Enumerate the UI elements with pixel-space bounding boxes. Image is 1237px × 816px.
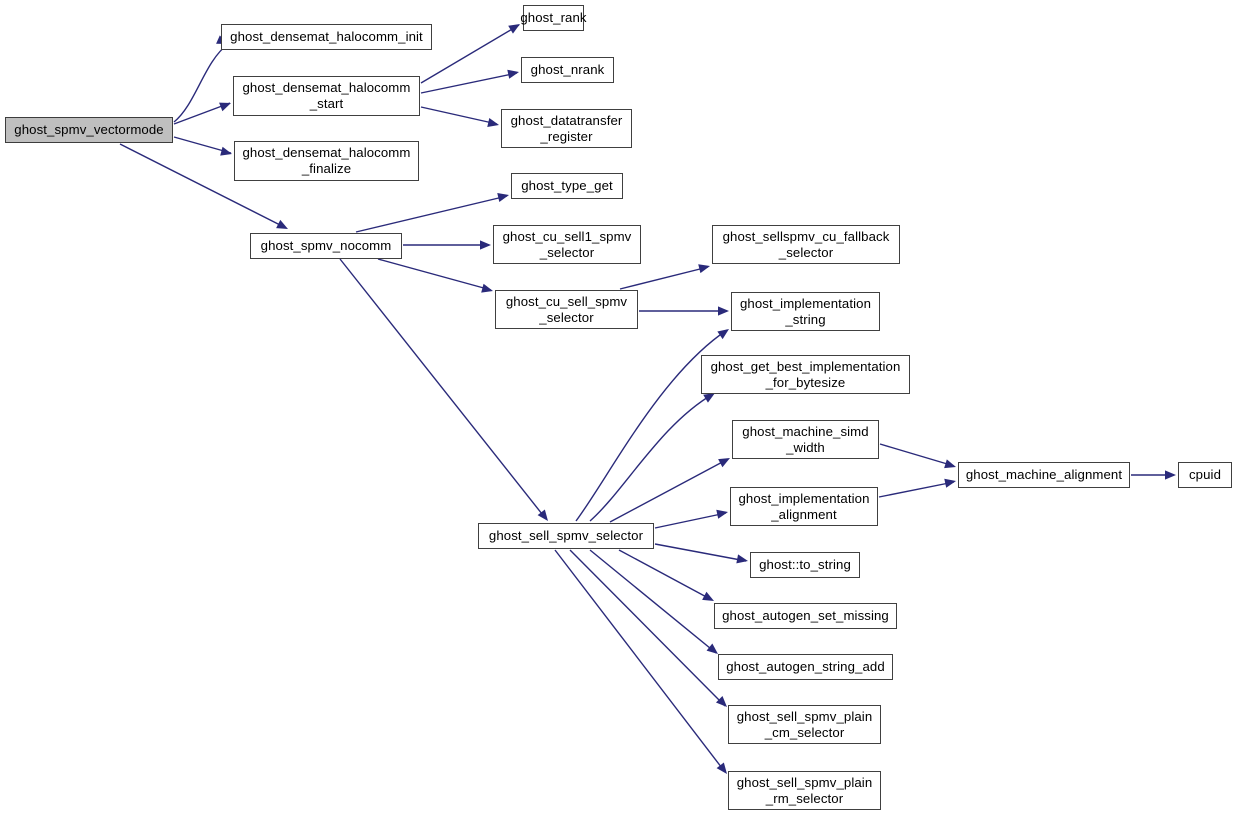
arrowhead bbox=[480, 240, 491, 250]
arrowhead bbox=[276, 219, 288, 229]
edge-ghost_sell_spmv_selector-to-ghost_sell_spmv_plain_cm_selector bbox=[569, 549, 727, 707]
node-label: ghost_implementation _alignment bbox=[738, 490, 870, 522]
edge-ghost_spmv_vectormode-to-ghost_spmv_nocomm bbox=[119, 143, 288, 229]
edge-ghost_cu_sell_spmv_selector-to-ghost_sellspmv_cu_fallback_selector bbox=[619, 264, 710, 290]
node-ghost_rank[interactable]: ghost_rank bbox=[520, 5, 587, 31]
node-label: ghost_sell_spmv_plain _cm_selector bbox=[736, 708, 873, 740]
edge-ghost_sell_spmv_selector-to-ghost_implementation_string bbox=[575, 329, 729, 522]
node-label: ghost_densemat_halocomm _start bbox=[242, 80, 411, 111]
edge-ghost_sell_spmv_selector-to-ghost_implementation_alignment bbox=[654, 509, 728, 529]
arrowhead bbox=[716, 509, 728, 519]
edge-ghost_sell_spmv_selector-to-ghost_sell_spmv_plain_rm_selector bbox=[554, 549, 727, 774]
arrowhead bbox=[718, 458, 730, 468]
edge-ghost_sell_spmv_selector-to-ghost_get_best_implementation_for_bytesize bbox=[589, 393, 715, 522]
edge-ghost_spmv_nocomm-to-ghost_sell_spmv_selector bbox=[339, 258, 548, 521]
node-ghost_cu_sell1_spmv_selector[interactable]: ghost_cu_sell1_spmv _selector bbox=[493, 225, 641, 264]
edge-ghost_densemat_halocomm_start-to-ghost_nrank bbox=[420, 69, 519, 94]
node-cpuid[interactable]: cpuid bbox=[1178, 462, 1232, 488]
edge-ghost_densemat_halocomm_start-to-ghost_datatransfer_register bbox=[420, 106, 499, 128]
arrowhead bbox=[716, 762, 727, 774]
arrowhead bbox=[481, 283, 493, 293]
node-ghost_get_best_implementation_for_bytesize[interactable]: ghost_get_best_implementation _for_bytes… bbox=[701, 355, 910, 394]
node-label: ghost_sell_spmv_selector bbox=[488, 528, 644, 544]
arrowhead bbox=[1165, 470, 1176, 480]
node-ghost_datatransfer_register[interactable]: ghost_datatransfer _register bbox=[501, 109, 632, 148]
node-label: ghost_cu_sell_spmv _selector bbox=[505, 293, 628, 325]
arrowhead bbox=[702, 591, 714, 601]
edge-ghost_sell_spmv_selector-to-ghost_autogen_set_missing bbox=[618, 549, 714, 601]
edge-ghost_spmv_nocomm-to-ghost_cu_sell1_spmv_selector bbox=[403, 240, 491, 250]
node-label: ghost_densemat_halocomm _finalize bbox=[242, 145, 411, 176]
arrowhead bbox=[497, 192, 509, 202]
edge-ghost_machine_simd_width-to-ghost_machine_alignment bbox=[879, 443, 956, 469]
node-label: ghost_spmv_vectormode bbox=[14, 122, 164, 138]
arrowhead bbox=[219, 102, 231, 112]
node-ghost_sell_spmv_selector[interactable]: ghost_sell_spmv_selector bbox=[478, 523, 654, 549]
arrowhead bbox=[507, 69, 519, 79]
arrowhead bbox=[537, 509, 548, 521]
edge-ghost_spmv_nocomm-to-ghost_type_get bbox=[355, 192, 509, 233]
node-label: ghost_sellspmv_cu_fallback _selector bbox=[722, 228, 890, 260]
edge-ghost_implementation_alignment-to-ghost_machine_alignment bbox=[878, 478, 956, 498]
node-ghost_densemat_halocomm_finalize[interactable]: ghost_densemat_halocomm _finalize bbox=[234, 141, 419, 181]
node-label: ghost_spmv_nocomm bbox=[260, 238, 392, 254]
node-ghost_implementation_alignment[interactable]: ghost_implementation _alignment bbox=[730, 487, 878, 526]
edge-ghost_spmv_vectormode-to-ghost_densemat_halocomm_start bbox=[173, 102, 231, 125]
edge-ghost_sell_spmv_selector-to-ghost_to_string bbox=[654, 543, 748, 564]
edge-ghost_sell_spmv_selector-to-ghost_autogen_string_add bbox=[589, 549, 718, 654]
edge-ghost_spmv_nocomm-to-ghost_cu_sell_spmv_selector bbox=[377, 258, 493, 293]
edge-ghost_cu_sell_spmv_selector-to-ghost_implementation_string bbox=[639, 306, 729, 316]
edge-ghost_machine_alignment-to-cpuid bbox=[1131, 470, 1176, 480]
node-label: ghost_implementation _string bbox=[739, 295, 872, 327]
node-ghost_machine_alignment[interactable]: ghost_machine_alignment bbox=[958, 462, 1130, 488]
arrowhead bbox=[698, 264, 710, 274]
node-label: ghost_cu_sell1_spmv _selector bbox=[502, 228, 632, 260]
node-ghost_densemat_halocomm_init[interactable]: ghost_densemat_halocomm_init bbox=[221, 24, 432, 50]
node-label: ghost_machine_alignment bbox=[965, 467, 1123, 483]
node-ghost_cu_sell_spmv_selector[interactable]: ghost_cu_sell_spmv _selector bbox=[495, 290, 638, 329]
arrowhead bbox=[508, 24, 520, 34]
node-ghost_sellspmv_cu_fallback_selector[interactable]: ghost_sellspmv_cu_fallback _selector bbox=[712, 225, 900, 264]
node-label: ghost::to_string bbox=[759, 557, 851, 573]
arrowhead bbox=[487, 118, 499, 128]
node-label: ghost_get_best_implementation _for_bytes… bbox=[710, 358, 901, 390]
node-ghost_densemat_halocomm_start[interactable]: ghost_densemat_halocomm _start bbox=[233, 76, 420, 116]
node-ghost_sell_spmv_plain_rm_selector[interactable]: ghost_sell_spmv_plain _rm_selector bbox=[728, 771, 881, 810]
edge-ghost_spmv_vectormode-to-ghost_densemat_halocomm_finalize bbox=[173, 136, 232, 156]
node-label: ghost_type_get bbox=[521, 178, 613, 194]
node-ghost_type_get[interactable]: ghost_type_get bbox=[511, 173, 623, 199]
node-label: ghost_densemat_halocomm_init bbox=[230, 29, 423, 45]
node-label: ghost_machine_simd _width bbox=[742, 423, 869, 455]
arrowhead bbox=[736, 554, 748, 564]
arrowhead bbox=[220, 146, 232, 156]
arrowhead bbox=[944, 459, 956, 469]
node-ghost_nrank[interactable]: ghost_nrank bbox=[521, 57, 614, 83]
node-label: ghost_nrank bbox=[530, 62, 605, 78]
arrowhead bbox=[715, 695, 727, 707]
node-ghost_to_string[interactable]: ghost::to_string bbox=[750, 552, 860, 578]
node-label: ghost_autogen_string_add bbox=[726, 659, 885, 675]
node-ghost_autogen_string_add[interactable]: ghost_autogen_string_add bbox=[718, 654, 893, 680]
arrowhead bbox=[944, 478, 956, 488]
arrowhead bbox=[703, 393, 715, 403]
node-label: ghost_rank bbox=[520, 10, 587, 26]
arrowhead bbox=[706, 643, 718, 654]
arrowhead bbox=[717, 329, 729, 340]
node-label: cpuid bbox=[1188, 467, 1222, 483]
node-ghost_spmv_nocomm[interactable]: ghost_spmv_nocomm bbox=[250, 233, 402, 259]
edge-ghost_densemat_halocomm_start-to-ghost_rank bbox=[420, 24, 520, 84]
node-label: ghost_sell_spmv_plain _rm_selector bbox=[736, 774, 873, 806]
node-ghost_implementation_string[interactable]: ghost_implementation _string bbox=[731, 292, 880, 331]
node-ghost_spmv_vectormode[interactable]: ghost_spmv_vectormode bbox=[5, 117, 173, 143]
node-ghost_machine_simd_width[interactable]: ghost_machine_simd _width bbox=[732, 420, 879, 459]
node-label: ghost_autogen_set_missing bbox=[722, 608, 889, 624]
edge-ghost_sell_spmv_selector-to-ghost_machine_simd_width bbox=[609, 458, 730, 523]
node-ghost_sell_spmv_plain_cm_selector[interactable]: ghost_sell_spmv_plain _cm_selector bbox=[728, 705, 881, 744]
node-ghost_autogen_set_missing[interactable]: ghost_autogen_set_missing bbox=[714, 603, 897, 629]
arrowhead bbox=[718, 306, 729, 316]
node-label: ghost_datatransfer _register bbox=[510, 112, 623, 144]
